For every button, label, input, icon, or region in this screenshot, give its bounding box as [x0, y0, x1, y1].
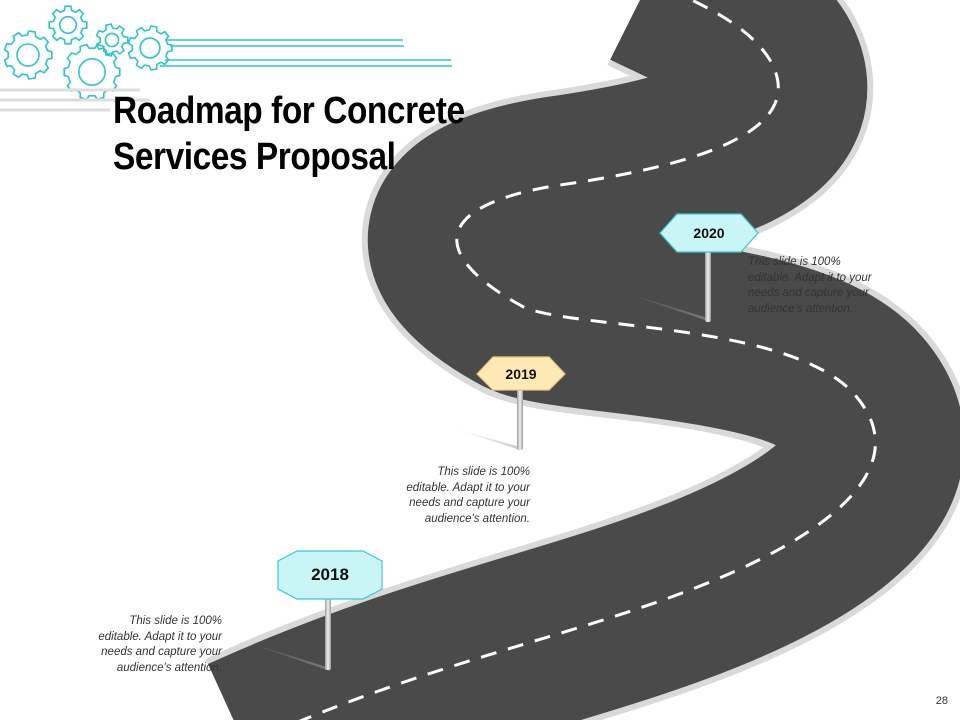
road: [205, 0, 960, 720]
gear-hub-icon: [58, 15, 78, 35]
milestone-description-2020: This slide is 100% editable. Adapt it to…: [748, 255, 872, 317]
sign-board-2020: [659, 213, 759, 253]
page-number: 28: [935, 695, 948, 707]
description-line: editable. Adapt it to your: [406, 481, 530, 494]
sign-board-2018: [277, 550, 383, 600]
year-label-2020: 2020: [693, 225, 725, 241]
gear-icon: [95, 23, 129, 57]
sign-shadow: [452, 428, 520, 450]
gears-icon: [0, 5, 452, 112]
sign-shadow: [243, 641, 330, 671]
description-line: needs and capture your: [409, 497, 530, 509]
description-line: editable. Adapt it to your: [98, 630, 222, 643]
gear-hub-icon: [78, 57, 107, 86]
sign-post-2018: [325, 594, 331, 670]
year-label-2019: 2019: [505, 365, 537, 382]
page-title: Roadmap for Concrete Services Proposal: [113, 88, 500, 180]
title-line: Services Proposal: [113, 136, 396, 178]
description-line: editable. Adapt it to your: [748, 271, 872, 284]
sign-posts: [325, 252, 711, 670]
sign-shadow: [625, 293, 708, 321]
description-line: This slide is 100%: [437, 466, 530, 478]
gear-hub-icon: [16, 43, 40, 67]
description-line: needs and capture your: [748, 287, 869, 299]
sign-shadows: [243, 293, 708, 671]
gear-icon: [48, 5, 88, 45]
description-line: audience's attention.: [116, 661, 222, 674]
sign-board-2019: [476, 356, 566, 391]
description-line: needs and capture your: [101, 646, 222, 658]
sign-post-2019: [517, 386, 523, 450]
description-line: This slide is 100%: [748, 256, 841, 268]
gear-hub-icon: [139, 37, 161, 59]
gear-icon: [3, 30, 53, 80]
description-line: audience's attention.: [748, 302, 854, 315]
gear-hub-icon: [104, 32, 120, 48]
year-label-2018: 2018: [311, 565, 349, 584]
title-line: Roadmap for Concrete: [113, 90, 465, 132]
milestone-description-2018: This slide is 100% editable. Adapt it to…: [98, 614, 222, 676]
milestone-description-2019: This slide is 100% editable. Adapt it to…: [406, 465, 530, 527]
sign-post-2020: [705, 252, 711, 322]
gear-icon: [127, 25, 173, 71]
description-line: This slide is 100%: [129, 615, 222, 627]
description-line: audience's attention.: [424, 512, 530, 525]
